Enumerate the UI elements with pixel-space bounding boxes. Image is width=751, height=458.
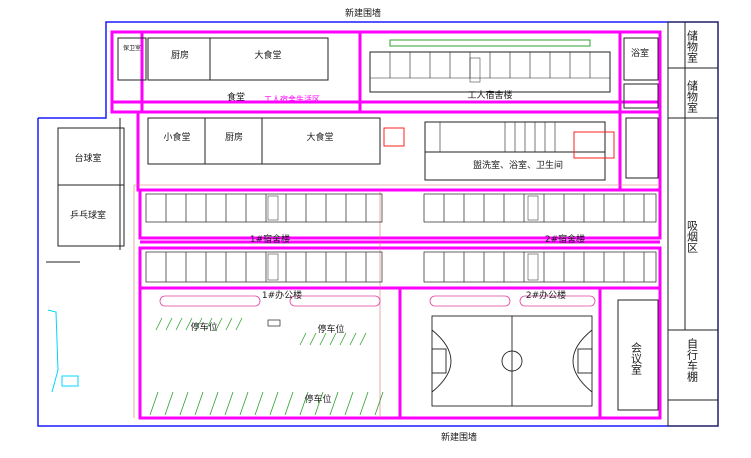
worker-note-label: 工人宿舍生活区 [264,94,320,104]
green-strip-top [389,39,591,47]
wash-room-label: 盥洗室、浴室、卫生间 [473,159,563,171]
top-wall-label: 新建围墙 [345,7,381,19]
smoking-label: 吸烟区 [686,220,699,253]
left-building-area [46,118,125,263]
magenta-roads [110,30,662,420]
worker-dorm-rooms [370,52,610,79]
worker-dorm-label: 工人宿舍楼 [467,89,512,101]
meeting-room [617,299,659,411]
parking-stripes [149,317,384,416]
red-facility [383,127,615,159]
dorm-row-2 [145,251,657,283]
security-room-label: 保卫室 [123,44,141,52]
guide-lines [133,184,660,418]
warehouse-1-label: 储物室 [686,29,699,63]
dorm2-label: 2#宿舍楼 [545,233,585,245]
bike-label: 自行车棚 [686,338,699,383]
wash-room-fixtures [439,122,556,152]
office1-label: 1#办公楼 [262,289,302,301]
kitchen-mid-label: 厨房 [225,131,243,143]
labels: 新建围墙 新建围墙 保卫室 厨房 大食堂 食堂 工人宿舍生活区 工人宿舍楼 浴室… [70,7,699,443]
basketball-court [431,315,593,407]
canteen-mid-label: 食堂 [227,91,245,103]
canteen-big-top-label: 大食堂 [254,49,281,61]
small-object [267,319,281,327]
kitchen-top-label: 厨房 [171,49,189,61]
top-row-buildings [117,37,659,109]
planter-beds [159,295,596,307]
cyan-fixture [47,309,79,393]
dorm-row-1 [145,193,657,223]
parking-2-label: 停车位 [317,323,344,335]
warehouse-2-label: 储物室 [686,79,699,113]
canteen-big-mid-label: 大食堂 [306,131,333,143]
parking-3-label: 停车位 [304,393,331,405]
dorm1-label: 1#宿舍楼 [250,233,290,245]
meeting-label: 会议室 [630,342,643,375]
bottom-wall-label: 新建围墙 [441,431,477,443]
bath-top-label: 浴室 [631,47,649,59]
small-canteen-label: 小食堂 [163,131,190,143]
pingpong-label: 乒乓球室 [70,209,106,221]
parking-1-label: 停车位 [190,321,217,333]
middle-row-buildings [147,117,659,181]
office2-label: 2#办公楼 [526,289,566,301]
right-zone-lines [667,21,719,427]
stairs [267,57,539,281]
billiards-label: 台球室 [74,152,101,164]
